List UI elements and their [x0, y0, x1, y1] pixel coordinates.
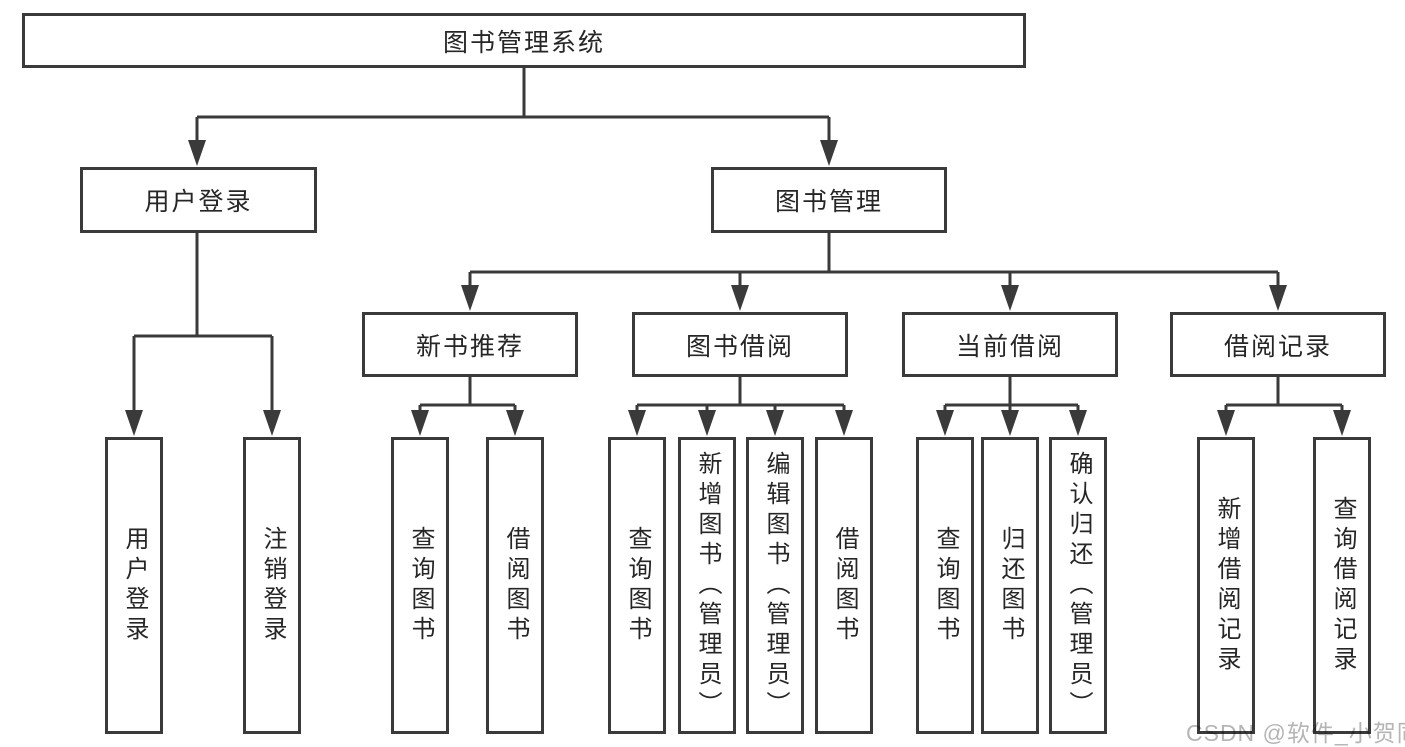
leaf-add-borrow-record: 新增借阅记录 [1197, 437, 1255, 734]
leaf-borrow-books-recommend-label: 借阅图书 [502, 525, 529, 646]
leaf-query-borrow-record: 查询借阅记录 [1313, 437, 1371, 734]
leaf-query-books-current-label: 查询图书 [932, 525, 959, 646]
node-new-book-recommend: 新书推荐 [362, 312, 578, 377]
leaf-add-books-admin: 新增图书（管理员） [678, 437, 736, 734]
leaf-query-borrow-record-label: 查询借阅记录 [1329, 495, 1356, 676]
watermark: CSDN @软件_小贺同学 [1186, 720, 1405, 746]
leaf-add-borrow-record-label: 新增借阅记录 [1213, 495, 1240, 676]
leaf-return-books-label: 归还图书 [997, 525, 1024, 646]
leaf-user-login-label: 用户登录 [121, 525, 148, 646]
leaf-user-login: 用户登录 [105, 437, 163, 734]
node-book-management-label: 图书管理 [774, 188, 883, 216]
leaf-add-books-admin-label: 新增图书（管理员） [694, 450, 721, 721]
node-borrow-records-label: 借阅记录 [1223, 332, 1332, 361]
leaf-borrow-books-recommend: 借阅图书 [486, 437, 544, 734]
node-user-login-label: 用户登录 [144, 188, 253, 216]
leaf-confirm-return-admin: 确认归还（管理员） [1049, 437, 1107, 734]
leaf-borrow-books-label: 借阅图书 [831, 525, 858, 646]
node-root-system: 图书管理系统 [22, 13, 1026, 68]
leaf-logout-label: 注销登录 [259, 525, 286, 646]
node-current-borrow-label: 当前借阅 [955, 332, 1064, 361]
leaf-confirm-return-admin-label: 确认归还（管理员） [1065, 450, 1092, 721]
leaf-logout: 注销登录 [243, 437, 301, 734]
leaf-edit-books-admin-label: 编辑图书（管理员） [762, 450, 789, 721]
node-new-book-recommend-label: 新书推荐 [415, 332, 524, 361]
node-borrow-records: 借阅记录 [1170, 312, 1386, 377]
node-book-borrow-label: 图书借阅 [685, 332, 794, 361]
node-book-management: 图书管理 [711, 167, 947, 233]
leaf-query-books-borrow: 查询图书 [608, 437, 666, 734]
leaf-edit-books-admin: 编辑图书（管理员） [746, 437, 804, 734]
node-root-label: 图书管理系统 [442, 28, 605, 57]
node-book-borrow: 图书借阅 [632, 312, 848, 377]
node-user-login: 用户登录 [80, 167, 317, 233]
leaf-query-books-recommend-label: 查询图书 [407, 525, 434, 646]
leaf-return-books: 归还图书 [981, 437, 1039, 734]
leaf-query-books-recommend: 查询图书 [391, 437, 449, 734]
leaf-borrow-books: 借阅图书 [815, 437, 873, 734]
leaf-query-books-borrow-label: 查询图书 [624, 525, 651, 646]
leaf-query-books-current: 查询图书 [916, 437, 974, 734]
node-current-borrow: 当前借阅 [902, 312, 1118, 377]
